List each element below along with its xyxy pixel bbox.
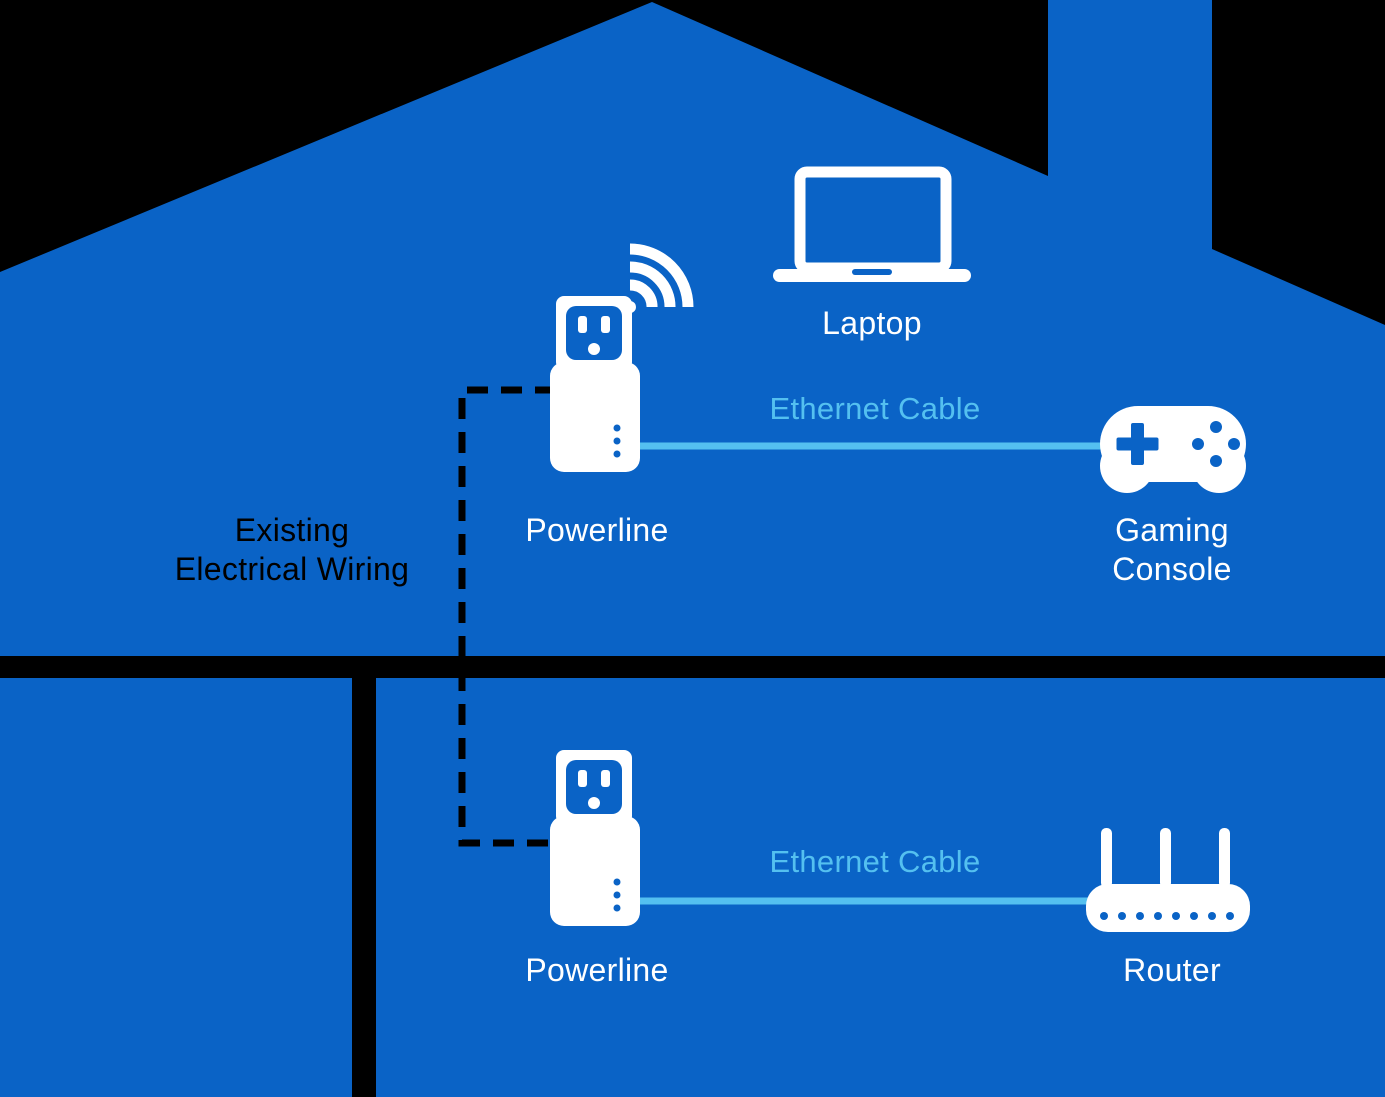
powerline-lower-label: Powerline [525,952,669,988]
ethernet-cable-lower-label: Ethernet Cable [769,844,981,879]
electrical-wiring-dashed-line [458,386,556,847]
interior-wall [352,678,376,1097]
gamepad-icon [1100,406,1246,493]
floor-divider [0,656,1385,678]
laptop-label: Laptop [822,305,922,341]
wifi-icon [624,243,694,313]
gaming-console-label: Gaming Console [1112,512,1232,588]
existing-electrical-wiring-label: Existing Electrical Wiring [174,512,410,588]
router-icon [1086,828,1250,932]
powerline-upper-label: Powerline [525,512,669,548]
powerline-adapter-lower-icon [550,750,640,926]
router-label: Router [1123,952,1221,988]
powerline-adapter-upper-icon [550,296,640,472]
laptop-icon [773,166,971,282]
ethernet-cable-upper-label: Ethernet Cable [769,391,981,426]
